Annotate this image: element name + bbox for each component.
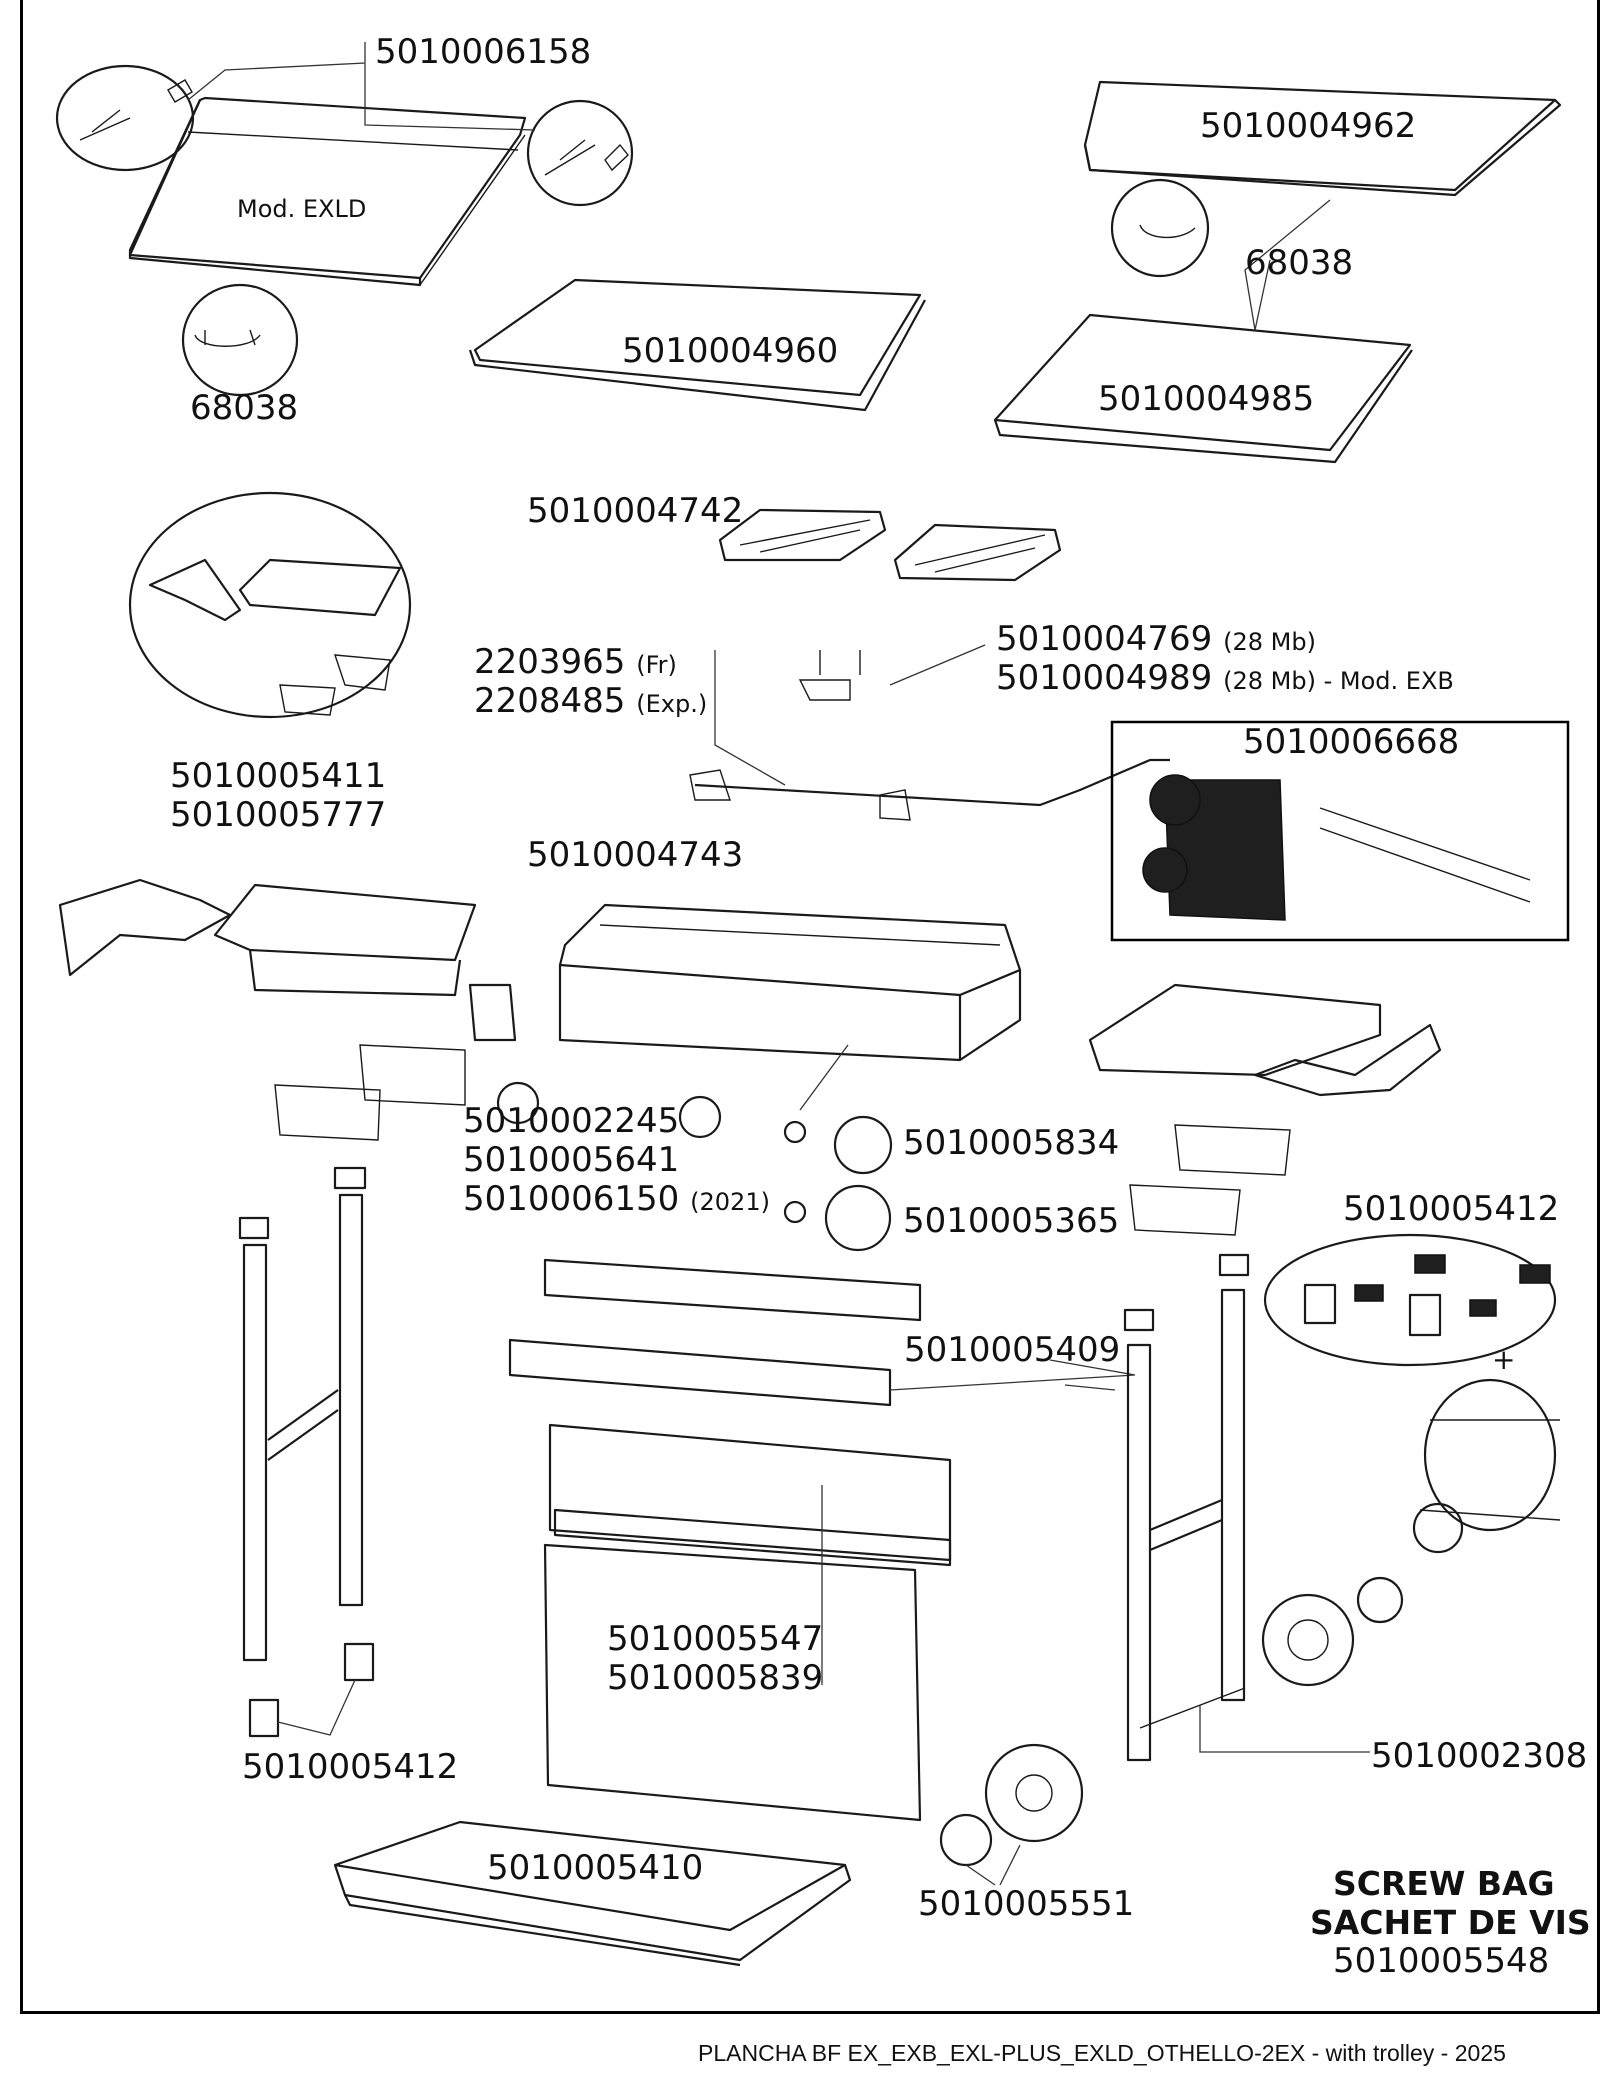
part-label-p10: 2208485 (Exp.) <box>474 684 707 718</box>
part-number-p9: 2203965 <box>474 642 626 682</box>
part-label-p4: 5010004960 <box>622 331 839 371</box>
part-label-p14: 5010004743 <box>527 835 744 875</box>
lid-right-drawing <box>1083 80 1562 278</box>
part-label-p9: 2203965 (Fr) <box>474 645 677 679</box>
burners-drawing <box>718 508 1062 582</box>
part-label-p27: 5010005551 <box>918 1884 1135 1924</box>
part-label-p7: 5010004769 (28 Mb) <box>996 622 1316 656</box>
part-label-p15: 5010002245 <box>463 1101 680 1141</box>
plancha-plates-drawing <box>468 278 1413 464</box>
ignition-box-drawing <box>1110 720 1570 942</box>
front-rails-drawing <box>508 1258 1136 1407</box>
screw-bag-subtitle: SACHET DE VIS <box>1310 1903 1591 1942</box>
part-label-p20: 5010005412 <box>1343 1189 1560 1229</box>
part-label-p21: 5010005409 <box>904 1330 1121 1370</box>
screw-bag-title: SCREW BAG <box>1333 1864 1555 1903</box>
right-shelf-drawing <box>1088 983 1442 1236</box>
part-label-p19: 5010005365 <box>903 1201 1120 1241</box>
gas-bottle-drawing <box>1412 1378 1561 1554</box>
door-panel-drawing <box>543 1423 952 1822</box>
part-label-p5: 5010004985 <box>1098 379 1315 419</box>
hinge-detail-circles <box>55 64 634 397</box>
bottom-shelf-drawing <box>333 1820 852 1967</box>
part-label-p11: 5010005411 <box>170 756 387 796</box>
gas-manifold-drawing <box>689 644 1170 821</box>
left-shelf-drawing <box>58 878 477 1141</box>
part-label-p18: 5010005834 <box>903 1123 1120 1163</box>
part-label-p1: 5010006158 <box>375 32 592 72</box>
diagram-frame <box>20 0 1600 2014</box>
part-label-p8: 5010004989 (28 Mb) - Mod. EXB <box>996 661 1454 695</box>
part-label-p2: 5010004962 <box>1200 106 1417 146</box>
part-note-p9: (Fr) <box>636 651 677 679</box>
part-label-p13: 5010006668 <box>1243 722 1460 762</box>
side-shelf-detail-circle <box>128 491 412 719</box>
part-label-p22: 5010005547 <box>607 1619 824 1659</box>
document-footer: PLANCHA BF EX_EXB_EXL-PLUS_EXLD_OTHELLO-… <box>698 2040 1506 2066</box>
part-label-p6: 5010004742 <box>527 491 744 531</box>
part-label-p12: 5010005777 <box>170 795 387 835</box>
part-label-p17: 5010006150 (2021) <box>463 1182 770 1216</box>
part-note-p8: (28 Mb) - Mod. EXB <box>1223 667 1454 695</box>
leader-lines-top <box>187 42 1331 331</box>
model-note-exld: Mod. EXLD <box>237 195 367 223</box>
part-number-p8: 5010004989 <box>996 658 1213 698</box>
part-label-p24: 5010005412 <box>242 1747 459 1787</box>
part-label-p26: 5010005410 <box>487 1848 704 1888</box>
part-number-p10: 2208485 <box>474 681 626 721</box>
part-label-p3a: 68038 <box>190 388 299 428</box>
part-label-p23: 5010005839 <box>607 1658 824 1698</box>
screw-bag-part-number: 5010005548 <box>1333 1941 1550 1981</box>
firebox-body-drawing <box>468 903 1022 1062</box>
part-note-p17: (2021) <box>690 1188 770 1216</box>
part-note-p10: (Exp.) <box>636 690 708 718</box>
left-legs-drawing <box>238 1166 375 1738</box>
part-label-p3b: 68038 <box>1245 243 1354 283</box>
plus-sign: + <box>1492 1343 1516 1376</box>
right-legs-drawing <box>1064 1253 1370 1762</box>
part-label-p16: 5010005641 <box>463 1140 680 1180</box>
part-number-p7: 5010004769 <box>996 619 1213 659</box>
lid-exld-drawing <box>128 96 527 287</box>
control-knobs-drawing <box>496 1044 893 1252</box>
wheels-drawing <box>939 1576 1404 1886</box>
foot-caps-circle <box>1263 1233 1557 1367</box>
part-label-p25: 5010002308 <box>1371 1736 1588 1776</box>
part-note-p7: (28 Mb) <box>1223 628 1316 656</box>
part-number-p17: 5010006150 <box>463 1179 680 1219</box>
